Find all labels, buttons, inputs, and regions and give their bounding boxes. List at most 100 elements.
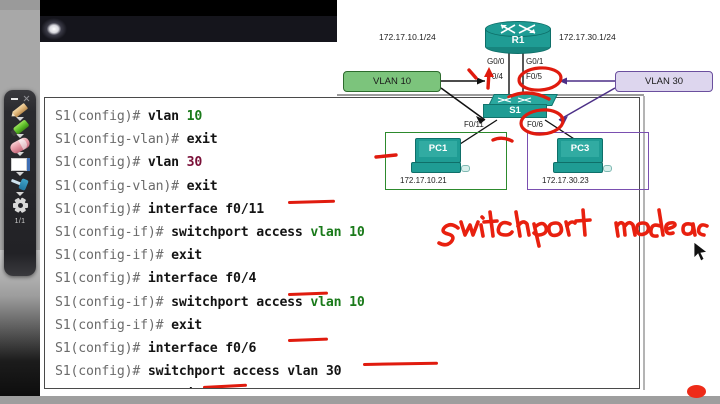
slide-divider-horizontal xyxy=(337,94,644,96)
router-ip-right: 172.17.30.1/24 xyxy=(559,32,616,42)
terminal-prompt: S1(config)# xyxy=(55,341,148,357)
page-indicator: 1/1 xyxy=(14,218,26,225)
switch-port-f04: F0/4 xyxy=(487,72,504,81)
left-gutter-top xyxy=(0,0,40,10)
pencil-tool-button[interactable] xyxy=(4,102,36,119)
router-ip-left: 172.17.10.1/24 xyxy=(379,32,436,42)
switch-arrows-icon xyxy=(497,97,532,103)
router-label: R1 xyxy=(511,35,525,46)
settings-tool-button[interactable] xyxy=(4,197,36,214)
terminal-line: S1(config)# interface f0/11 xyxy=(55,198,639,221)
terminal-line: S1(config)# interface f0/6 xyxy=(55,337,639,360)
terminal-prompt: S1(config-if)# xyxy=(55,317,172,333)
diagram-links xyxy=(440,53,616,147)
annotation-toolbar[interactable]: 1/1 xyxy=(4,90,36,276)
terminal-command: interface xyxy=(147,201,218,217)
terminal-command: vlan xyxy=(147,109,179,124)
pc1-ip: 172.17.10.21 xyxy=(400,176,447,185)
vlan-30-group-rect xyxy=(527,132,649,190)
terminal-argument: f0/4 xyxy=(217,271,257,287)
terminal-prompt: S1(config-vlan)# xyxy=(55,132,187,148)
terminal-prompt: S1(config)# xyxy=(55,109,148,124)
router-port-g01: G0/1 xyxy=(526,57,544,66)
terminal-line: S1(config)# vlan 30 xyxy=(55,151,639,174)
chevron-down-icon[interactable] xyxy=(16,152,24,156)
terminal-command: exit xyxy=(171,317,203,333)
chevron-down-icon[interactable] xyxy=(16,192,24,196)
terminal-prompt: S1(config)# xyxy=(55,201,148,217)
terminal-line: S1(config-if)# switchport access vlan 10 xyxy=(55,291,639,314)
pc3-ip: 172.17.30.23 xyxy=(542,176,589,185)
terminal-prompt: S1(config-if)# xyxy=(55,294,172,310)
terminal-line: S1(config-if)# exit xyxy=(55,383,639,388)
slide-divider-vertical xyxy=(643,96,645,390)
gear-icon xyxy=(12,197,28,214)
vlan-10-group-rect xyxy=(385,132,507,190)
router-arrows-icon xyxy=(500,24,536,34)
terminal-line: S1(config-vlan)# exit xyxy=(55,128,639,151)
chevron-down-icon[interactable] xyxy=(16,134,24,138)
pc3-device: PC3 xyxy=(551,138,613,178)
chevron-down-icon[interactable] xyxy=(16,172,24,176)
switch-label: S1 xyxy=(509,105,521,116)
router-r1: R1 xyxy=(485,21,551,54)
terminal-line: S1(config)# switchport access vlan 30 xyxy=(55,360,639,383)
chevron-down-icon[interactable] xyxy=(16,117,24,121)
terminal-line: S1(config-if)# switchport access vlan 10 xyxy=(55,221,639,244)
network-diagram: VLAN 10 VLAN 30 R1 172.17.10.1/24 172.17… xyxy=(337,8,720,194)
highlighter-tool-button[interactable] xyxy=(4,119,36,137)
terminal-command: exit xyxy=(171,248,203,264)
terminal-prompt: S1(config)# xyxy=(55,155,148,171)
banner-image xyxy=(40,16,337,42)
terminal-command: switchport access xyxy=(171,225,303,241)
terminal-argument: vlan 10 xyxy=(302,225,365,241)
minimize-icon[interactable] xyxy=(10,97,18,100)
terminal-command: switchport access xyxy=(171,294,303,310)
recording-indicator[interactable] xyxy=(687,385,706,398)
terminal-prompt: S1(config)# xyxy=(55,364,148,380)
terminal-command: exit xyxy=(186,132,218,148)
vlan-30-label: VLAN 30 xyxy=(644,76,684,87)
terminal-argument: f0/11 xyxy=(217,201,264,217)
vlan-10-label: VLAN 10 xyxy=(372,76,412,87)
terminal-argument: vlan 10 xyxy=(302,294,365,310)
terminal-command: exit xyxy=(171,387,202,388)
terminal-prompt: S1(config)# xyxy=(55,271,148,287)
router-port-g00: G0/0 xyxy=(487,57,505,66)
terminal-prompt: S1(config-if)# xyxy=(55,225,172,241)
terminal-prompt: S1(config-if)# xyxy=(55,248,172,264)
switch-port-f06: F0/6 xyxy=(527,120,544,129)
toolbar-window-bar xyxy=(4,93,36,104)
terminal-command: interface xyxy=(147,271,218,287)
terminal-argument: 10 xyxy=(178,109,203,124)
pc1-label: PC1 xyxy=(428,143,448,154)
pc1-device: PC1 xyxy=(409,138,471,178)
terminal-command: interface xyxy=(147,341,218,357)
pointer-icon xyxy=(10,178,29,191)
terminal-argument: vlan 30 xyxy=(279,364,342,380)
terminal-prompt: S1(config-if)# xyxy=(55,387,171,388)
terminal-line: S1(config)# interface f0/4 xyxy=(55,267,639,290)
terminal-prompt: S1(config-vlan)# xyxy=(55,178,187,194)
pointer-tool-button[interactable] xyxy=(4,178,36,191)
switch-s1: S1 xyxy=(483,94,558,120)
eraser-tool-button[interactable] xyxy=(4,135,36,156)
whiteboard-tool-button[interactable] xyxy=(4,158,36,171)
banner-letterbox xyxy=(40,0,337,16)
terminal-command: exit xyxy=(186,178,218,194)
vlan-30-box: VLAN 30 xyxy=(615,71,713,92)
switch-port-f05: F0/5 xyxy=(526,72,543,81)
terminal-command: switchport access xyxy=(147,364,280,380)
terminal-argument: 30 xyxy=(178,155,203,171)
terminal-line: S1(config)# vlan 10 xyxy=(55,105,639,128)
terminal-line: S1(config-if)# exit xyxy=(55,244,639,267)
terminal-command: vlan xyxy=(147,155,179,171)
terminal-argument: f0/6 xyxy=(217,341,257,357)
switch-port-f011: F0/11 xyxy=(464,120,484,129)
terminal-line: S1(config-if)# exit xyxy=(55,314,639,337)
terminal-line: S1(config-vlan)# exit xyxy=(55,175,639,198)
banner-whitespace xyxy=(40,42,337,94)
whiteboard-icon xyxy=(10,158,30,171)
